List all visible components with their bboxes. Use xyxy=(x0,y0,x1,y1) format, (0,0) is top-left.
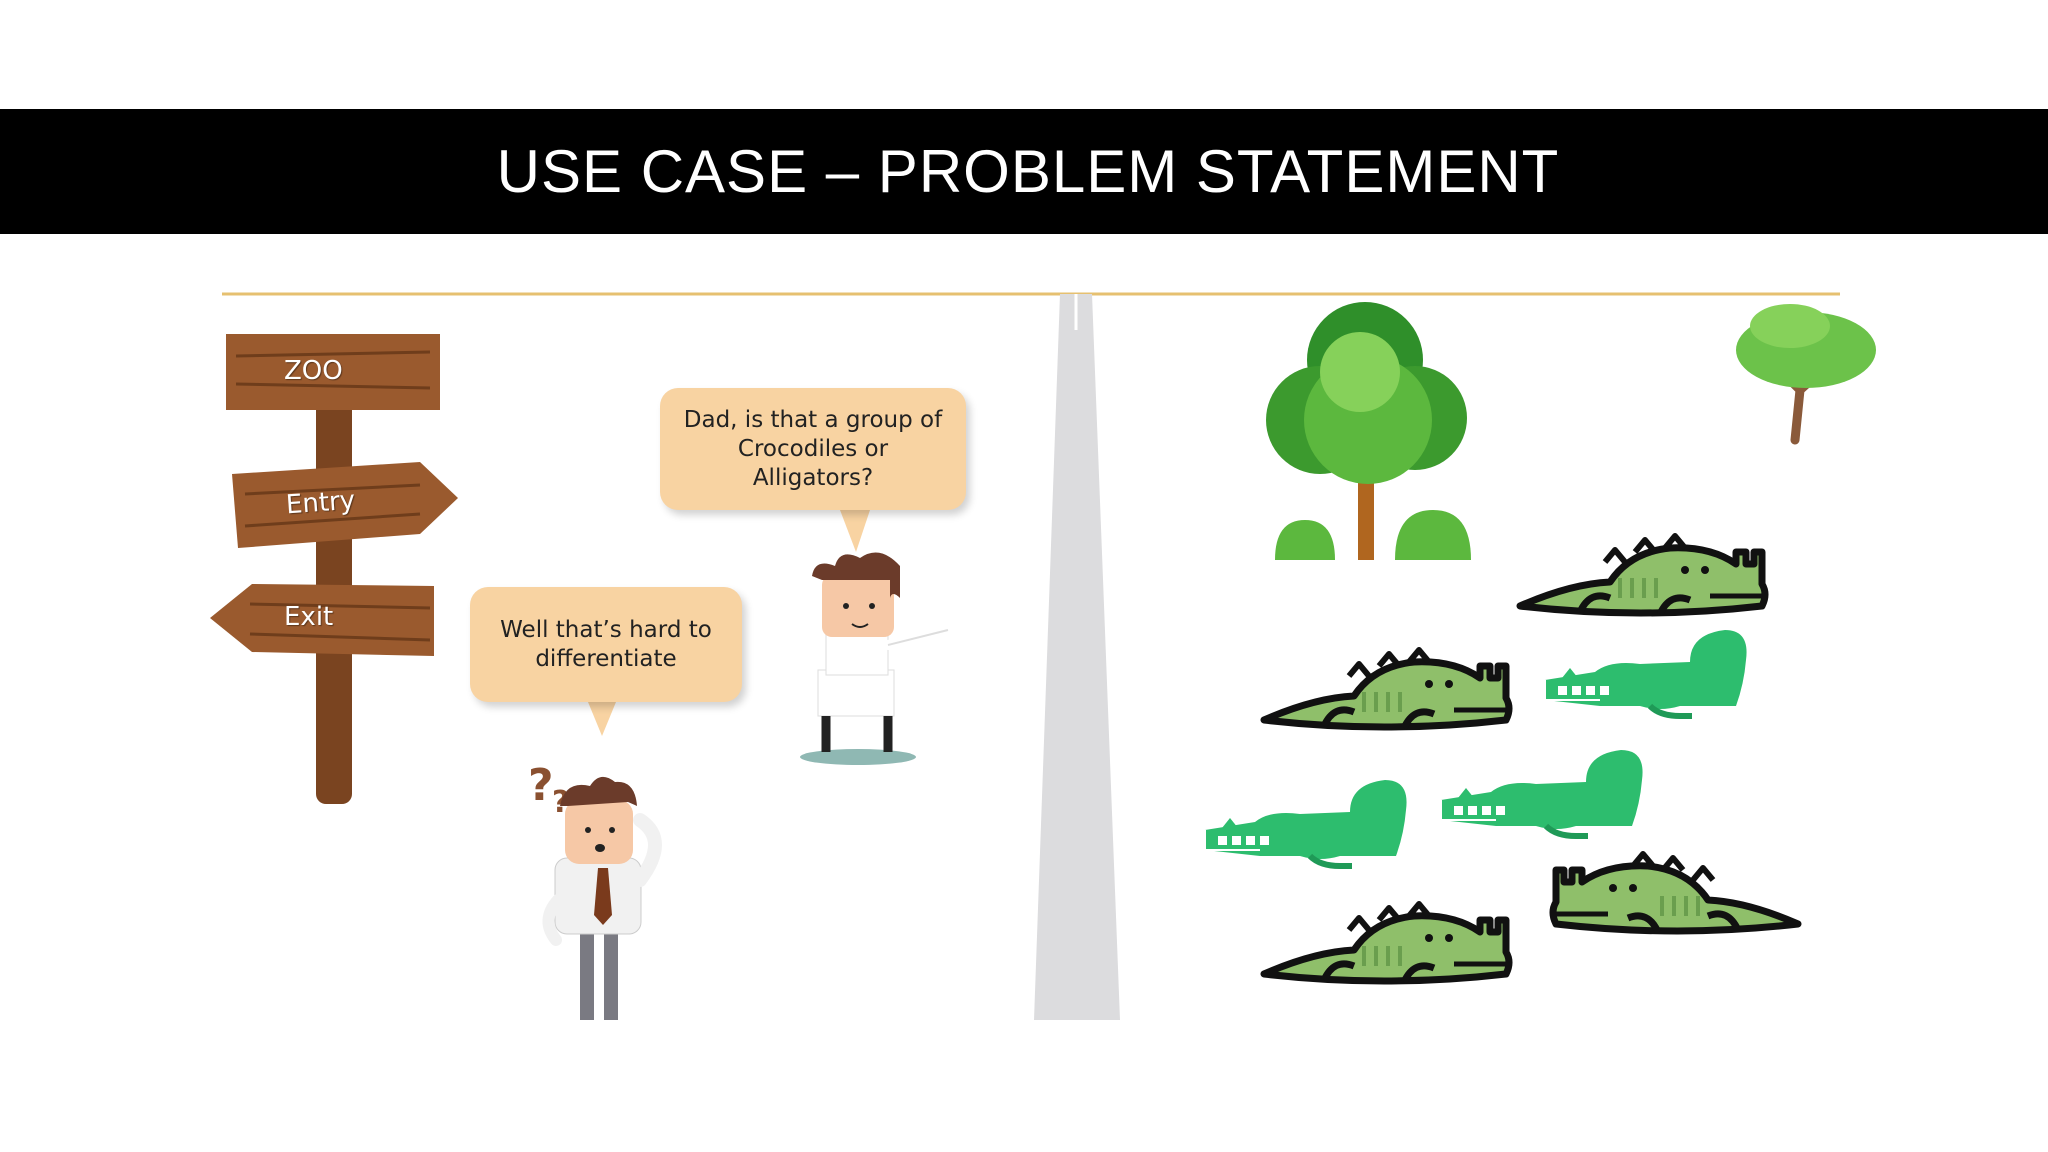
svg-text:?: ? xyxy=(528,760,554,811)
sign-zoo: ZOO xyxy=(284,356,343,386)
tree-large xyxy=(1266,302,1471,560)
crocodile-2 xyxy=(1205,780,1407,866)
alligator-3 xyxy=(1264,904,1509,982)
alligator-4 xyxy=(1553,854,1798,932)
son-speech-text: Well that’s hard to differentiate xyxy=(500,616,712,672)
sign-exit: Exit xyxy=(284,602,334,632)
dad-speech-bubble: Dad, is that a group of Crocodiles or Al… xyxy=(660,388,966,510)
title-band: USE CASE – PROBLEM STATEMENT xyxy=(0,109,2048,234)
crocodile-3 xyxy=(1441,750,1643,836)
son-bubble-tail xyxy=(588,702,616,736)
son-speech-bubble: Well that’s hard to differentiate xyxy=(470,587,742,702)
dad-speech-text: Dad, is that a group of Crocodiles or Al… xyxy=(683,406,943,491)
alligator-1 xyxy=(1520,536,1765,614)
son-character: ? ? xyxy=(528,760,662,1020)
sign-entry: Entry xyxy=(285,485,357,521)
slide-title: USE CASE – PROBLEM STATEMENT xyxy=(496,138,1560,205)
alligator-2 xyxy=(1264,650,1509,728)
zoo-signpost xyxy=(210,334,458,804)
crocodile-1 xyxy=(1545,630,1747,716)
dad-bubble-tail xyxy=(840,510,870,552)
tree-small xyxy=(1736,304,1876,445)
dad-character xyxy=(800,552,953,765)
road xyxy=(1034,294,1120,1020)
